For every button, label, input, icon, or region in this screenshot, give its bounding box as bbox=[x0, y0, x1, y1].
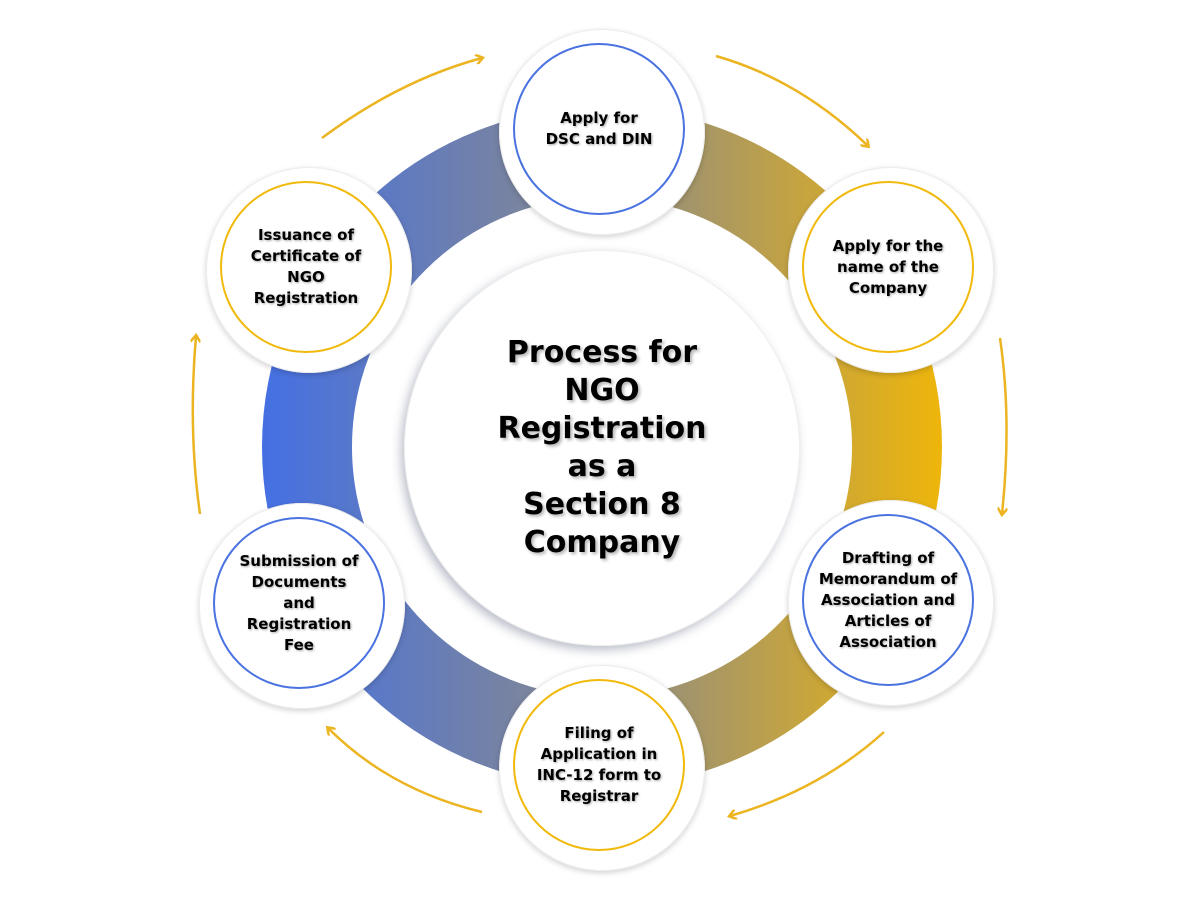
flow-arrow-icon bbox=[328, 728, 483, 814]
flow-arrow-icon bbox=[193, 336, 202, 515]
step-label: Issuance of Certificate of NGO Registrat… bbox=[250, 226, 362, 307]
center-title-circle: Process for NGO Registration as a Sectio… bbox=[404, 250, 800, 646]
step-2-node: Apply for the name of the Company bbox=[788, 167, 994, 373]
step-label: Drafting of Memorandum of Association an… bbox=[818, 548, 958, 651]
step-ring: Issuance of Certificate of NGO Registrat… bbox=[220, 181, 392, 353]
flow-arrow-icon bbox=[1000, 337, 1008, 514]
step-3-node: Drafting of Memorandum of Association an… bbox=[788, 500, 994, 706]
step-ring: Filing of Application in INC-12 form to … bbox=[513, 679, 685, 851]
step-label: Submission of Documents and Registration… bbox=[239, 551, 359, 654]
step-label: Apply for DSC and DIN bbox=[545, 109, 653, 148]
step-1-node: Apply for DSC and DIN bbox=[499, 29, 705, 235]
step-label: Filing of Application in INC-12 form to … bbox=[536, 724, 662, 805]
step-label: Apply for the name of the Company bbox=[832, 236, 944, 297]
step-ring: Apply for the name of the Company bbox=[802, 181, 974, 353]
step-6-node: Issuance of Certificate of NGO Registrat… bbox=[206, 167, 412, 373]
step-4-node: Filing of Application in INC-12 form to … bbox=[499, 665, 705, 871]
flow-arrow-icon bbox=[730, 731, 885, 816]
step-ring: Drafting of Memorandum of Association an… bbox=[802, 514, 974, 686]
flow-arrow-icon bbox=[715, 54, 868, 146]
step-ring: Submission of Documents and Registration… bbox=[213, 517, 385, 689]
step-ring: Apply for DSC and DIN bbox=[513, 43, 685, 215]
flow-arrow-icon bbox=[321, 58, 482, 140]
diagram-title: Process for NGO Registration as a Sectio… bbox=[497, 335, 707, 560]
step-5-node: Submission of Documents and Registration… bbox=[199, 503, 405, 709]
